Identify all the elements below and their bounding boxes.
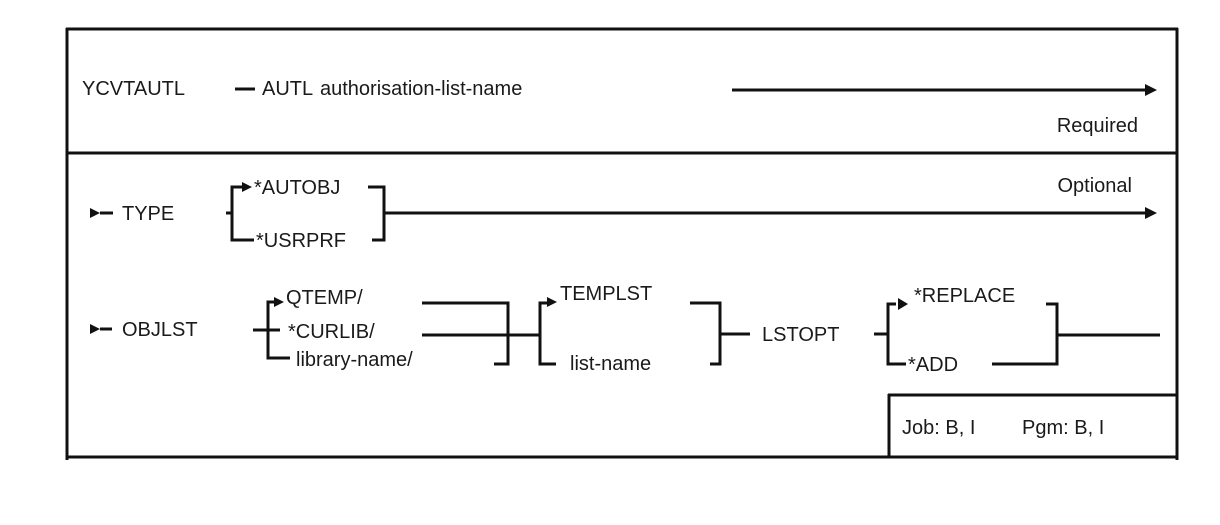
lib-option-qtemp: QTEMP/ [286, 287, 363, 309]
type-option-usrprf: *USRPRF [256, 230, 346, 252]
lstopt-option-add: *ADD [908, 354, 958, 376]
default-arrow-icon [274, 297, 284, 307]
job-label: Job: B, I [902, 417, 975, 439]
start-pointer-icon [90, 208, 100, 218]
pgm-label: Pgm: B, I [1022, 417, 1104, 439]
arrow-head-icon [1145, 84, 1157, 96]
objlst-keyword: OBJLST [122, 319, 198, 341]
list-option-templst: TEMPLST [560, 283, 652, 305]
type-branch-right [368, 185, 386, 242]
list-option-list-name: list-name [570, 353, 651, 375]
lib-option-curlib: *CURLIB/ [288, 321, 375, 343]
list-branch-left [538, 301, 556, 366]
list-branch-right [690, 301, 722, 366]
type-keyword: TYPE [122, 203, 174, 225]
lstopt-keyword: LSTOPT [762, 324, 839, 346]
lstopt-branch-right [992, 302, 1059, 366]
type-branch-left [230, 185, 254, 242]
autl-value: authorisation-list-name [320, 78, 522, 100]
start-pointer-icon [90, 324, 100, 334]
type-option-autobj: *AUTOBJ [254, 177, 340, 199]
lstopt-branch-left [886, 302, 906, 366]
default-arrow-icon [547, 297, 557, 307]
optional-label: Optional [1058, 175, 1133, 197]
default-arrow-icon [898, 298, 908, 310]
arrow-head-icon [1145, 207, 1157, 219]
default-arrow-icon [242, 182, 252, 192]
required-label: Required [1057, 115, 1138, 137]
autl-keyword: AUTL [262, 78, 313, 100]
command-name: YCVTAUTL [82, 78, 185, 100]
lstopt-option-replace: *REPLACE [914, 285, 1015, 307]
lib-option-library-name: library-name/ [296, 349, 413, 371]
